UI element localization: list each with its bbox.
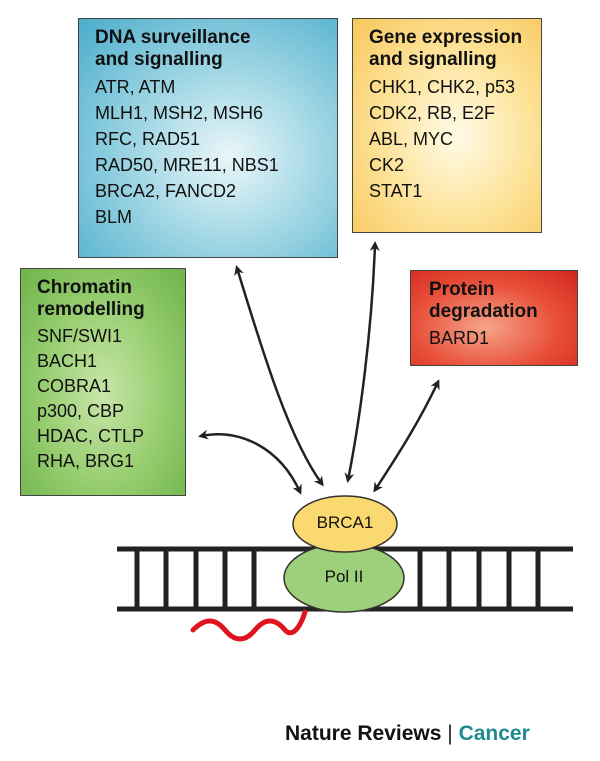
protein-degradation-title: Protein degradation <box>429 279 538 322</box>
brca1-ellipse <box>292 495 398 553</box>
dna-surveillance-item: BRCA2, FANCD2 <box>95 181 237 201</box>
dna-surveillance-item: RAD50, MRE11, NBS1 <box>95 155 279 175</box>
arrow-protein-degradation <box>373 379 440 493</box>
interaction-arrows <box>198 241 440 495</box>
chromatin-remodelling-item: RHA, BRG1 <box>37 451 135 471</box>
gene-expression-item: CK2 <box>369 155 405 175</box>
dna-surveillance-title: DNA surveillance and signalling <box>95 27 251 70</box>
arrow-chromatin-remodelling <box>198 429 302 495</box>
journal-section: Cancer <box>458 722 530 745</box>
chromatin-remodelling-box: Chromatin remodelling SNF/SWI1 BACH1 COB… <box>20 268 186 496</box>
pol2-label: Pol II <box>324 567 364 586</box>
dna-surveillance-item: RFC, RAD51 <box>95 129 201 149</box>
protein-degradation-item: BARD1 <box>429 328 490 348</box>
chromatin-remodelling-item: HDAC, CTLP <box>37 426 145 446</box>
chromatin-remodelling-item: p300, CBP <box>37 401 125 421</box>
chromatin-remodelling-item: SNF/SWI1 <box>37 326 123 346</box>
dna-surveillance-item: ATR, ATM <box>95 77 176 97</box>
chromatin-remodelling-title: Chromatin remodelling <box>37 277 145 320</box>
dna-rungs <box>134 549 541 609</box>
protein-degradation-box: Protein degradation BARD1 <box>410 270 578 366</box>
journal-credit: Nature Reviews | Cancer <box>285 722 530 746</box>
gene-expression-box: Gene expression and signalling CHK1, CHK… <box>352 18 542 233</box>
rna-transcript <box>190 609 308 642</box>
arrow-gene-expression <box>344 241 380 483</box>
chromatin-remodelling-item: BACH1 <box>37 351 98 371</box>
dna-surveillance-box: DNA surveillance and signalling ATR, ATM… <box>78 18 338 258</box>
dna-surveillance-item: BLM <box>95 207 133 227</box>
arrow-dna-surveillance <box>234 265 324 487</box>
credit-separator: | <box>447 722 453 745</box>
gene-expression-item: CHK1, CHK2, p53 <box>369 77 516 97</box>
chromatin-remodelling-item: COBRA1 <box>37 376 112 396</box>
gene-expression-item: CDK2, RB, E2F <box>369 103 496 123</box>
gene-expression-item: STAT1 <box>369 181 423 201</box>
brca1-label: BRCA1 <box>316 513 374 532</box>
gene-expression-item: ABL, MYC <box>369 129 454 149</box>
journal-name: Nature Reviews <box>285 722 442 745</box>
gene-expression-title: Gene expression and signalling <box>369 27 523 70</box>
dna-surveillance-item: MLH1, MSH2, MSH6 <box>95 103 264 123</box>
